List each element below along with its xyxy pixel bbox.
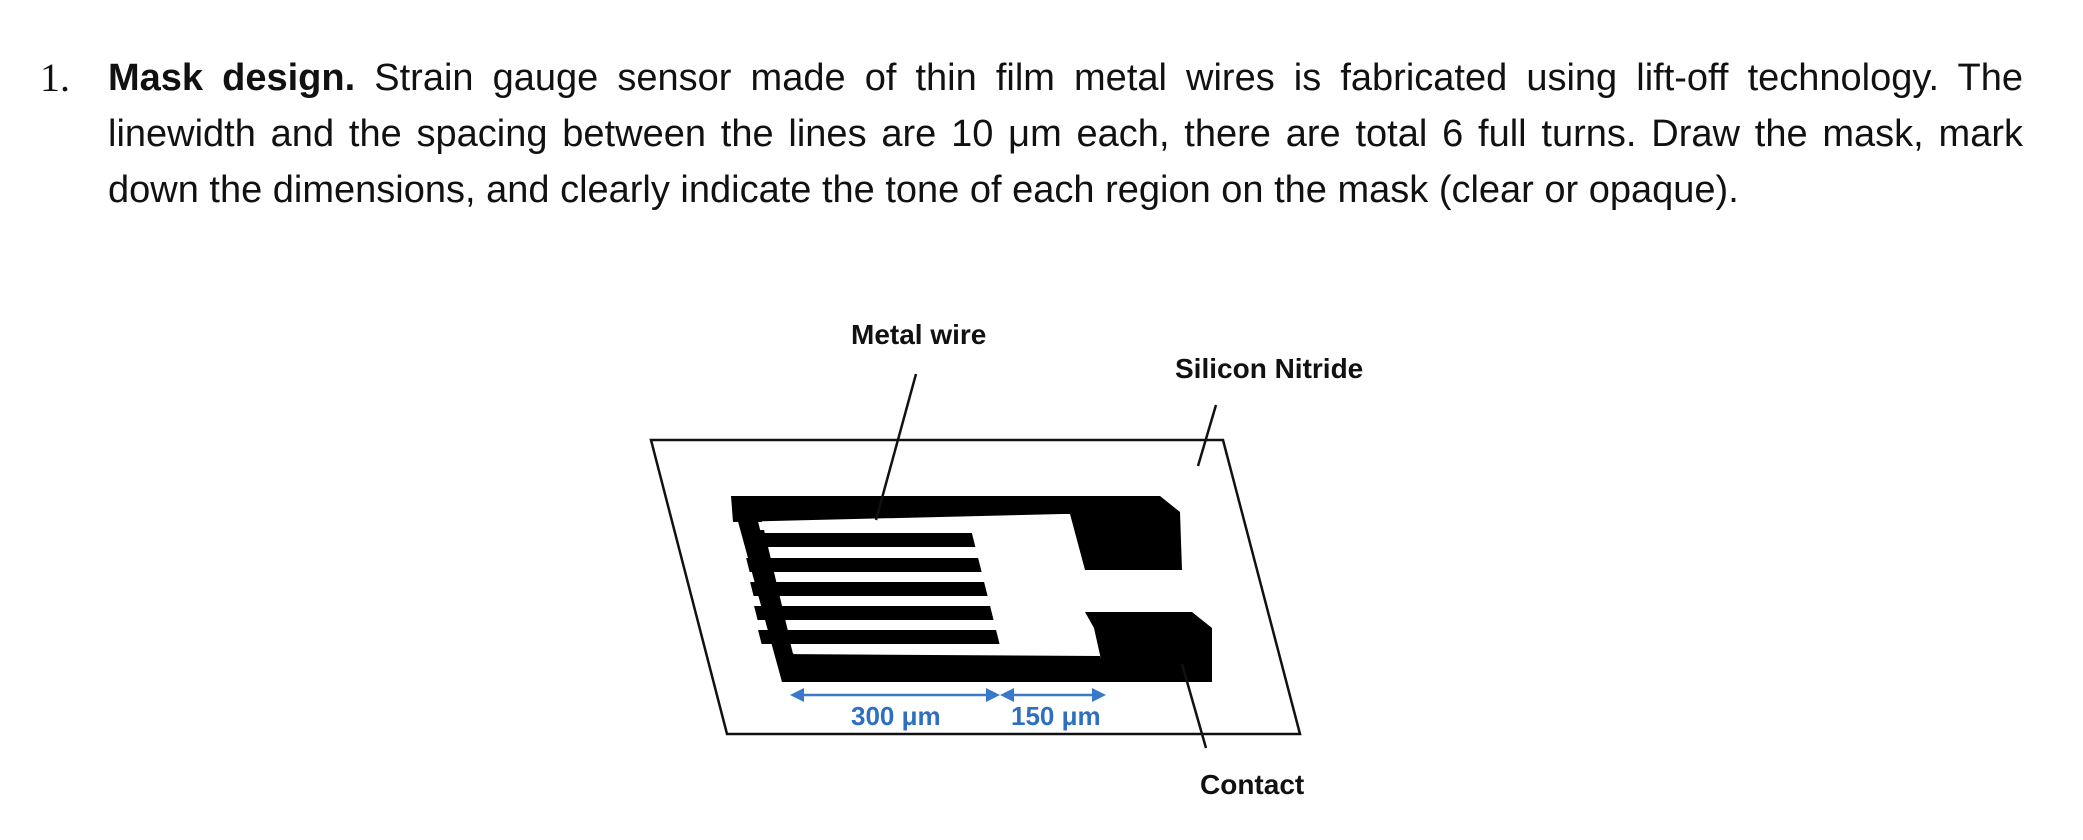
- dimension-150um-label: 150 μm: [1011, 701, 1101, 731]
- gap: [786, 620, 1001, 629]
- question-body: Strain gauge sensor made of thin film me…: [108, 57, 2023, 211]
- metal-wire-label: Metal wire: [851, 319, 986, 350]
- dimension-300um-label: 300 μm: [851, 701, 941, 731]
- finger: [754, 606, 994, 620]
- question-number: 1.: [40, 55, 70, 100]
- upper-contact-pad: [731, 496, 1182, 570]
- dimension-150um: 150 μm: [1000, 688, 1106, 731]
- finger-gaps: [758, 522, 1001, 653]
- top-bus: [731, 496, 1062, 522]
- finger: [758, 630, 1000, 644]
- gap: [758, 522, 973, 530]
- gap: [778, 572, 989, 581]
- finger: [750, 582, 988, 596]
- left-spine: [731, 496, 800, 682]
- gap: [790, 644, 999, 653]
- contact-leader: [1180, 663, 1208, 749]
- finger: [746, 558, 982, 572]
- gap: [774, 547, 983, 556]
- gap: [782, 596, 995, 605]
- silicon-nitride-label: Silicon Nitride: [1175, 353, 1363, 384]
- finger: [741, 533, 976, 547]
- dimension-300um: 300 μm: [790, 688, 1000, 731]
- metal-wire-pattern: [731, 496, 1212, 682]
- silicon-nitride-substrate: [649, 438, 1302, 736]
- metal-wire-leader: [874, 373, 918, 521]
- lower-contact-pad: [1085, 612, 1212, 682]
- question-text: Mask design. Strain gauge sensor made of…: [108, 50, 2023, 218]
- question-title: Mask design.: [108, 57, 356, 99]
- contact-label: Contact: [1200, 769, 1304, 800]
- bottom-bus: [778, 654, 1110, 682]
- serpentine-fingers: [741, 533, 1000, 644]
- silicon-nitride-leader: [1196, 404, 1218, 467]
